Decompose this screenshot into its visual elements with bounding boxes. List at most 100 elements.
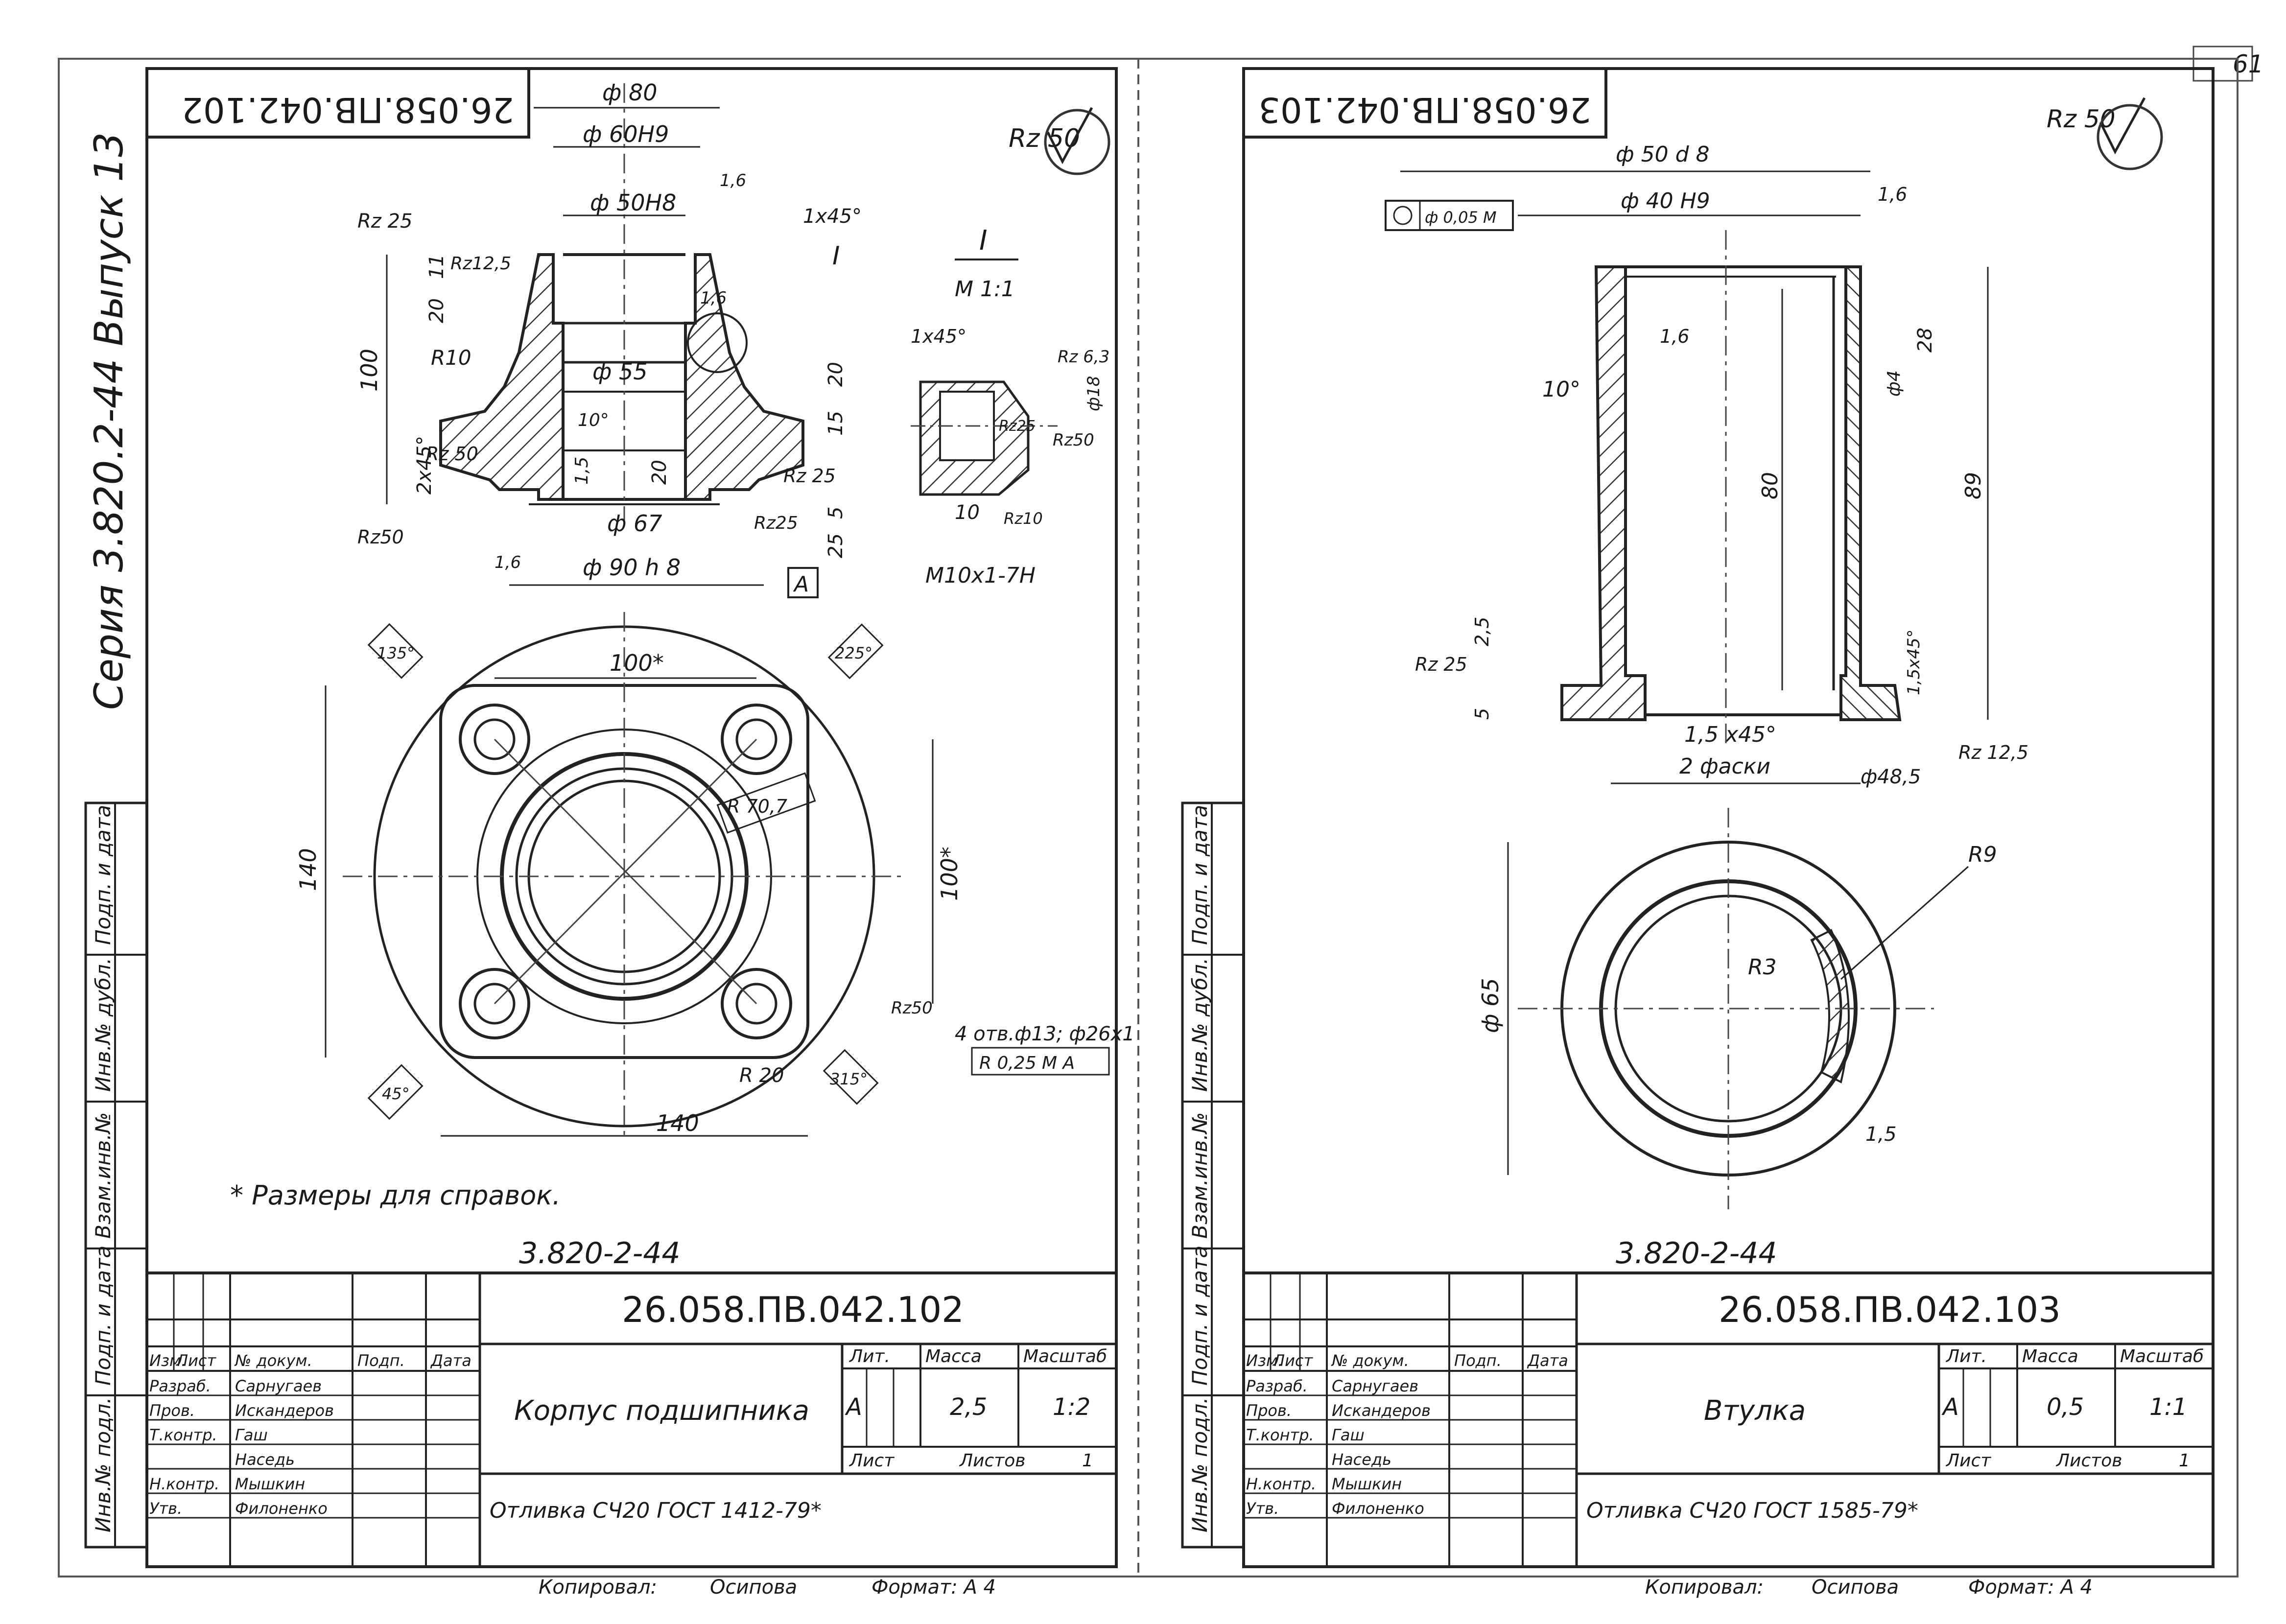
left-dim-d67: ф 67 <box>607 510 662 537</box>
right-dim-r16: 1,6 <box>1878 184 1907 205</box>
right-ch15b: 1,5 x45° <box>1684 722 1776 747</box>
right-scale: 1:1 <box>2149 1393 2187 1421</box>
left-detail-label: I <box>979 225 988 257</box>
left-rz25b: Rz 25 <box>783 465 836 487</box>
left-ch1x45: 1x45° <box>803 205 862 228</box>
right-section-view: ф 40 Н9 ф 50 d 8 ф 0,05 М 1,6 1,6 10° 80… <box>1385 142 2028 788</box>
right-dim-h89: 89 <box>1961 472 1986 499</box>
left-sheet-label: Лист <box>848 1451 895 1471</box>
right-stamp-h-izm: Изм. <box>1246 1351 1283 1370</box>
left-side-stamp-label-2: Взам.инв.№ <box>91 1112 115 1239</box>
right-stamp-h-date: Дата <box>1527 1351 1568 1370</box>
right-part-name: Втулка <box>1704 1395 1806 1427</box>
left-plan-r20: R 20 <box>739 1064 784 1087</box>
right-mass-label: Масса <box>2022 1346 2078 1366</box>
right-w15: 1,5 <box>1865 1123 1897 1146</box>
left-material: Отливка СЧ20 ГОСТ 1412-79* <box>490 1498 822 1523</box>
left-plan-h100: 100* <box>936 847 963 901</box>
left-mass-label: Масса <box>925 1346 982 1366</box>
left-sheets: 1 <box>1082 1451 1093 1471</box>
left-rz50a: Rz 50 <box>426 443 478 465</box>
left-copier: Осипова <box>710 1576 797 1599</box>
left-h20c: 20 <box>825 362 847 387</box>
left-stamp-h-date: Дата <box>430 1351 471 1370</box>
right-rotated-code: 26.058.ПВ.042.103 <box>1258 90 1591 130</box>
left-h5: 5 <box>825 507 847 519</box>
left-series-hand: 3.820-2-44 <box>519 1236 681 1271</box>
left-dim-d60: ф 60Н9 <box>583 121 669 147</box>
right-h25: 2,5 <box>1471 617 1493 646</box>
right-rz125: Rz 12,5 <box>1958 742 2028 763</box>
left-dim-h20: 20 <box>425 298 448 323</box>
left-plan-r707: R 70,7 <box>727 796 787 817</box>
right-sheets: 1 <box>2179 1451 2190 1471</box>
right-plan-view: ф 65 R9 R3 1,5 <box>1477 808 1997 1209</box>
right-stamp-name-0: Сарнугаев <box>1332 1377 1418 1395</box>
left-dim-h100: 100 <box>356 349 382 392</box>
left-detail-d18: ф18 <box>1084 376 1104 411</box>
left-stamp-h-list: Лист <box>176 1351 216 1370</box>
left-detail-ch: 1x45° <box>911 326 966 347</box>
right-side-stamp: Инв.№ подл. Подп. и дата Взам.инв.№ Инв.… <box>1181 801 1245 1549</box>
right-stamp-name-1: Искандеров <box>1332 1401 1431 1420</box>
left-h20b: 20 <box>648 460 671 485</box>
left-stamp-name-3: Наседь <box>235 1450 295 1469</box>
left-detail-m10: М10x1-7Н <box>925 563 1036 588</box>
left-h15: 15 <box>825 411 847 436</box>
left-detail-scale: М 1:1 <box>955 277 1015 302</box>
right-doc-code: 26.058.ПВ.042.103 <box>1719 1289 2061 1330</box>
left-dim-d80: ф 80 <box>602 79 657 106</box>
left-sheets-label: Листов <box>959 1451 1025 1471</box>
left-dim-2x45: 2x45° <box>413 436 436 494</box>
left-side-stamp-label-1: Подп. и дата <box>91 1246 115 1386</box>
left-detail-rz63: Rz 6,3 <box>1058 347 1109 367</box>
right-r3: R3 <box>1748 955 1777 980</box>
right-dim-r16b: 1,6 <box>1660 326 1689 347</box>
right-dim-ang10: 10° <box>1542 377 1580 402</box>
left-sec-i: I <box>832 241 840 271</box>
right-stamp-name-4: Мышкин <box>1332 1475 1402 1493</box>
left-stamp-name-0: Сарнугаев <box>235 1377 322 1395</box>
left-plan-ang315: 315° <box>830 1070 868 1088</box>
right-copier: Осипова <box>1812 1576 1899 1599</box>
left-stamp-h-doc: № докум. <box>234 1351 312 1370</box>
left-bolt-hole-bl <box>459 968 530 1039</box>
left-plan-holes: 4 отв.ф13; ф26x1 <box>955 1023 1135 1045</box>
right-format: Формат: А 4 <box>1968 1576 2093 1599</box>
right-rz25: Rz 25 <box>1415 654 1467 675</box>
right-dim-h28: 28 <box>1914 328 1936 353</box>
right-roughness-icon <box>2099 97 2146 155</box>
left-plan-ang135: 135° <box>377 644 415 662</box>
left-dim-h11: 11 <box>425 254 448 279</box>
left-plan-rz50: Rz50 <box>891 998 933 1018</box>
left-scale: 1:2 <box>1053 1393 1090 1421</box>
left-ang10: 10° <box>578 410 609 430</box>
left-stamp-h-izm: Изм. <box>149 1351 186 1370</box>
left-rotated-code: 26.058.ПВ.042.102 <box>181 90 514 130</box>
right-dim-conc: ф 0,05 М <box>1425 208 1497 227</box>
left-stamp-h-sign: Подп. <box>357 1351 405 1370</box>
left-stamp-role-0: Разраб. <box>149 1377 211 1395</box>
right-h5: 5 <box>1471 708 1493 720</box>
left-note: * Размеры для справок. <box>230 1180 561 1211</box>
left-rz50b: Rz50 <box>357 526 404 548</box>
right-stamp-h-doc: № докум. <box>1331 1351 1409 1370</box>
left-datum-a: А <box>793 572 809 597</box>
left-bolt-hole-tr <box>721 704 792 775</box>
left-sheet: 26.058.ПВ.042.102 Rz 50 Инв.№ подл. Подп… <box>84 67 1135 1599</box>
right-d65: ф 65 <box>1477 978 1504 1033</box>
left-h15b: 1,5 <box>572 457 592 485</box>
right-material: Отливка СЧ20 ГОСТ 1585-79* <box>1586 1498 1918 1523</box>
right-two-chamfers: 2 фаски <box>1679 754 1770 779</box>
series-label: Серия 3.820.2-44 Выпуск 13 <box>86 132 132 710</box>
right-title-block: Изм. Лист № докум. Подп. Дата Разраб. Пр… <box>1242 1271 2215 1568</box>
right-side-stamp-label-2: Взам.инв.№ <box>1188 1112 1212 1239</box>
left-title-block: Изм. Лист № докум. Подп. Дата Разраб. Пр… <box>145 1271 1118 1568</box>
left-section-view: ф 80 ф 60Н9 ф 50Н8 ф 55 ф 67 ф 90 h 8 А … <box>356 79 862 598</box>
left-dim-d90: ф 90 h 8 <box>583 554 681 581</box>
left-r16b: 1,6 <box>700 288 727 308</box>
left-plan-ang45: 45° <box>382 1084 410 1103</box>
left-stamp-role-3: Н.контр. <box>149 1475 219 1493</box>
right-side-stamp-label-0: Инв.№ подл. <box>1188 1397 1212 1532</box>
